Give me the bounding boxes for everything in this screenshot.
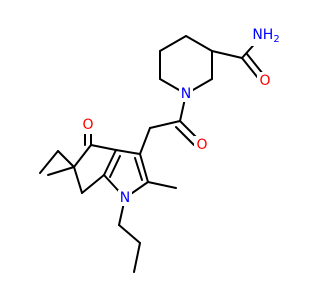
bond [73, 166, 83, 194]
bond [90, 144, 117, 151]
cyclohexenone-ring [73, 125, 117, 194]
piperidine-ring [159, 35, 213, 95]
atom-labels: NH2 O N O O N [80, 22, 294, 206]
bond [139, 153, 149, 183]
indole-nitrogen-label: N [120, 190, 130, 206]
bond [47, 166, 75, 176]
bond [147, 181, 177, 189]
double-bond [175, 126, 195, 146]
gem-dimethyl [39, 150, 75, 176]
double-bond [109, 155, 121, 178]
bond [57, 150, 75, 168]
acyl-oxygen-label: O [196, 137, 207, 153]
bond [211, 50, 243, 59]
molecule-structure: NH2 O N O O N [39, 22, 294, 273]
bond [139, 127, 151, 155]
bond [159, 35, 187, 52]
bond [185, 35, 213, 52]
bond [149, 120, 181, 129]
pyrrole-ring [103, 149, 149, 199]
double-bond [134, 157, 143, 181]
bond [39, 150, 59, 174]
bond [73, 144, 92, 168]
amide-nitrogen-label: NH2 [252, 27, 279, 45]
amide-oxygen-label: O [259, 73, 270, 89]
acyl-linker [139, 93, 199, 155]
bond [103, 149, 117, 176]
bond [133, 242, 141, 273]
piperidine-nitrogen-label: N [181, 86, 191, 102]
double-bond [241, 57, 259, 79]
bond [81, 174, 105, 194]
ketone-oxygen-label: O [82, 117, 93, 133]
bond [118, 224, 141, 244]
molecule-canvas: NH2 O N O O N [39, 22, 294, 273]
bond [115, 149, 141, 155]
double-bond [246, 53, 264, 75]
